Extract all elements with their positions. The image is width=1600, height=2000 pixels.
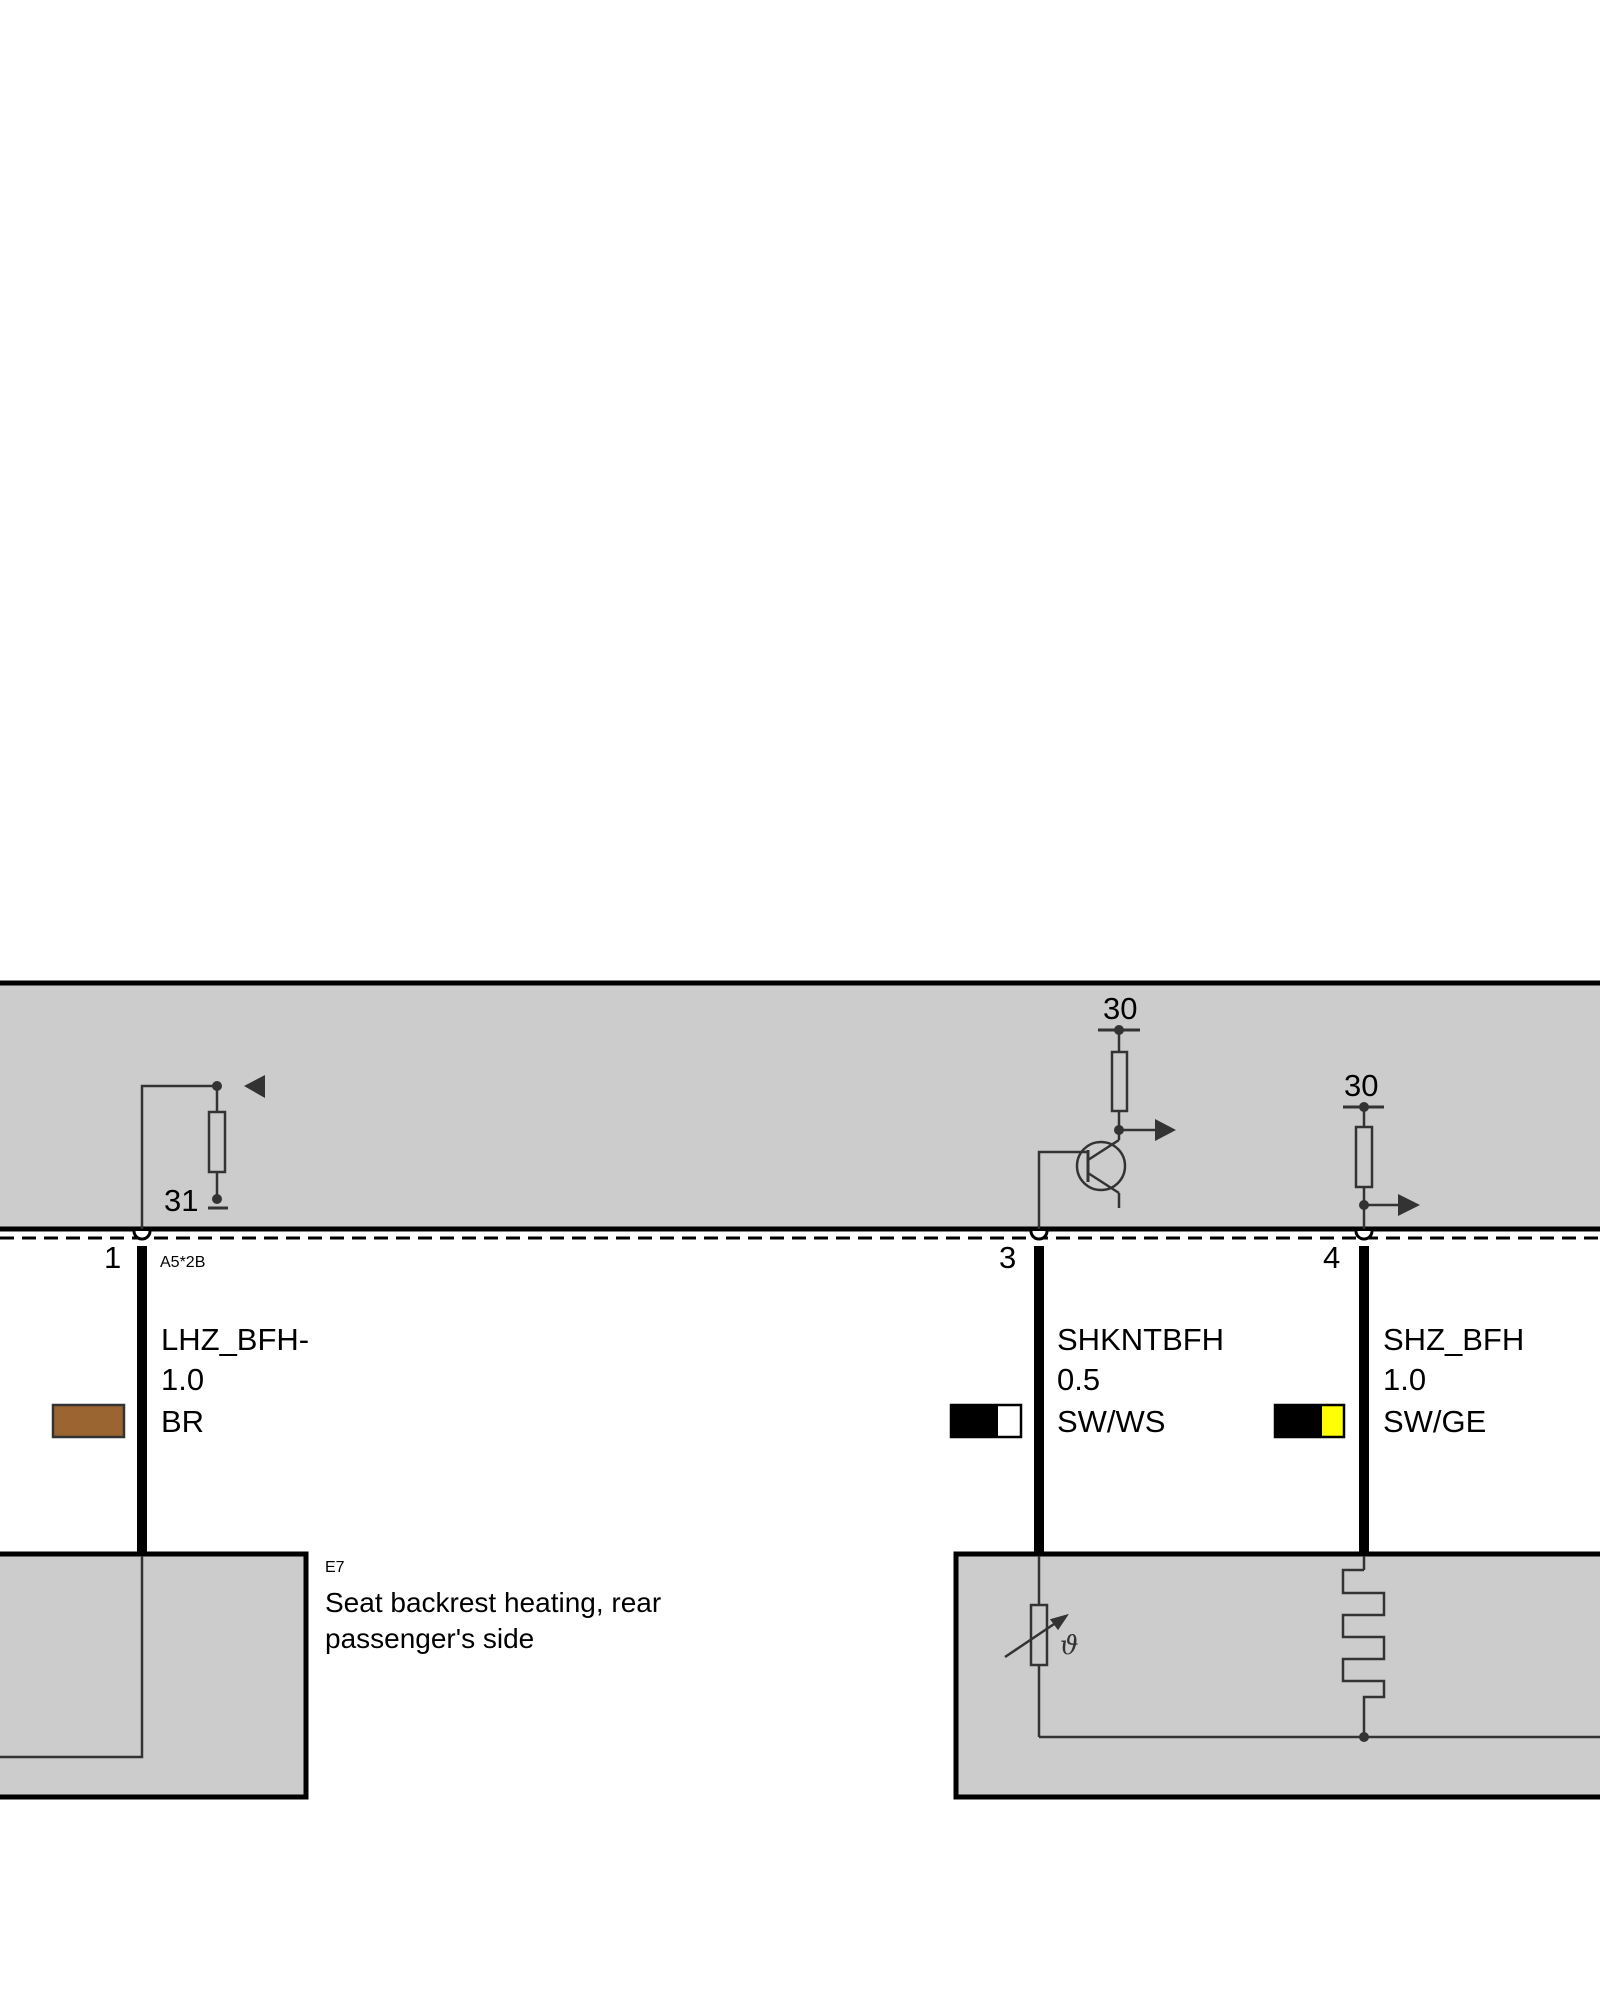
pin-number-3: 3 [999,1240,1016,1275]
component-name-line1: Seat backrest heating, rear [325,1587,661,1618]
component-e7-left-box [0,1551,309,1800]
supply-30-label-b: 30 [1344,1068,1378,1103]
pin1-internal-circuit [140,1075,265,1229]
signal-input-arrow [244,1075,265,1098]
output-arrow-a [1155,1119,1176,1141]
wire1-color-code: BR [161,1404,204,1439]
connector-pin-1 [132,1230,152,1241]
wire4-signal: SHZ_BFH [1383,1322,1524,1357]
pin3-internal-circuit [1037,1025,1176,1229]
pin4-internal-circuit [1343,1102,1420,1229]
component-id: E7 [325,1559,345,1576]
supply-30-label-a: 30 [1103,991,1137,1026]
wire1-color-swatch [51,1403,126,1439]
pin-number-4: 4 [1323,1240,1340,1275]
control-unit-module [0,980,1600,1240]
wire1-signal: LHZ_BFH- [161,1322,309,1357]
wire3-gauge: 0.5 [1057,1362,1100,1397]
wire4-gauge: 1.0 [1383,1362,1426,1397]
heating-element-icon [1341,1568,1386,1737]
wire4-color-code: SW/GE [1383,1404,1486,1439]
connector-id-label: A5*2B [160,1254,205,1271]
wire3-color-swatch [949,1403,1023,1439]
component-name-line2: passenger's side [325,1623,534,1654]
wire4-color-swatch [1273,1403,1346,1439]
connector-pins [132,1230,1374,1241]
component-e7-right-box: ϑ [953,1551,1600,1800]
wire3-signal: SHKNTBFH [1057,1322,1224,1357]
wires [137,1246,1369,1556]
connector-pin-4 [1354,1230,1374,1241]
control-unit-box [0,980,1600,1232]
pin-number-1: 1 [104,1240,121,1275]
output-arrow-b [1398,1194,1420,1216]
transistor-icon [1075,1140,1127,1192]
wire1-gauge: 1.0 [161,1362,204,1397]
ground-31-label: 31 [164,1183,198,1218]
wire3-color-code: SW/WS [1057,1404,1166,1439]
sensor-theta-symbol: ϑ [1060,1631,1079,1661]
connector-pin-3 [1029,1230,1049,1241]
